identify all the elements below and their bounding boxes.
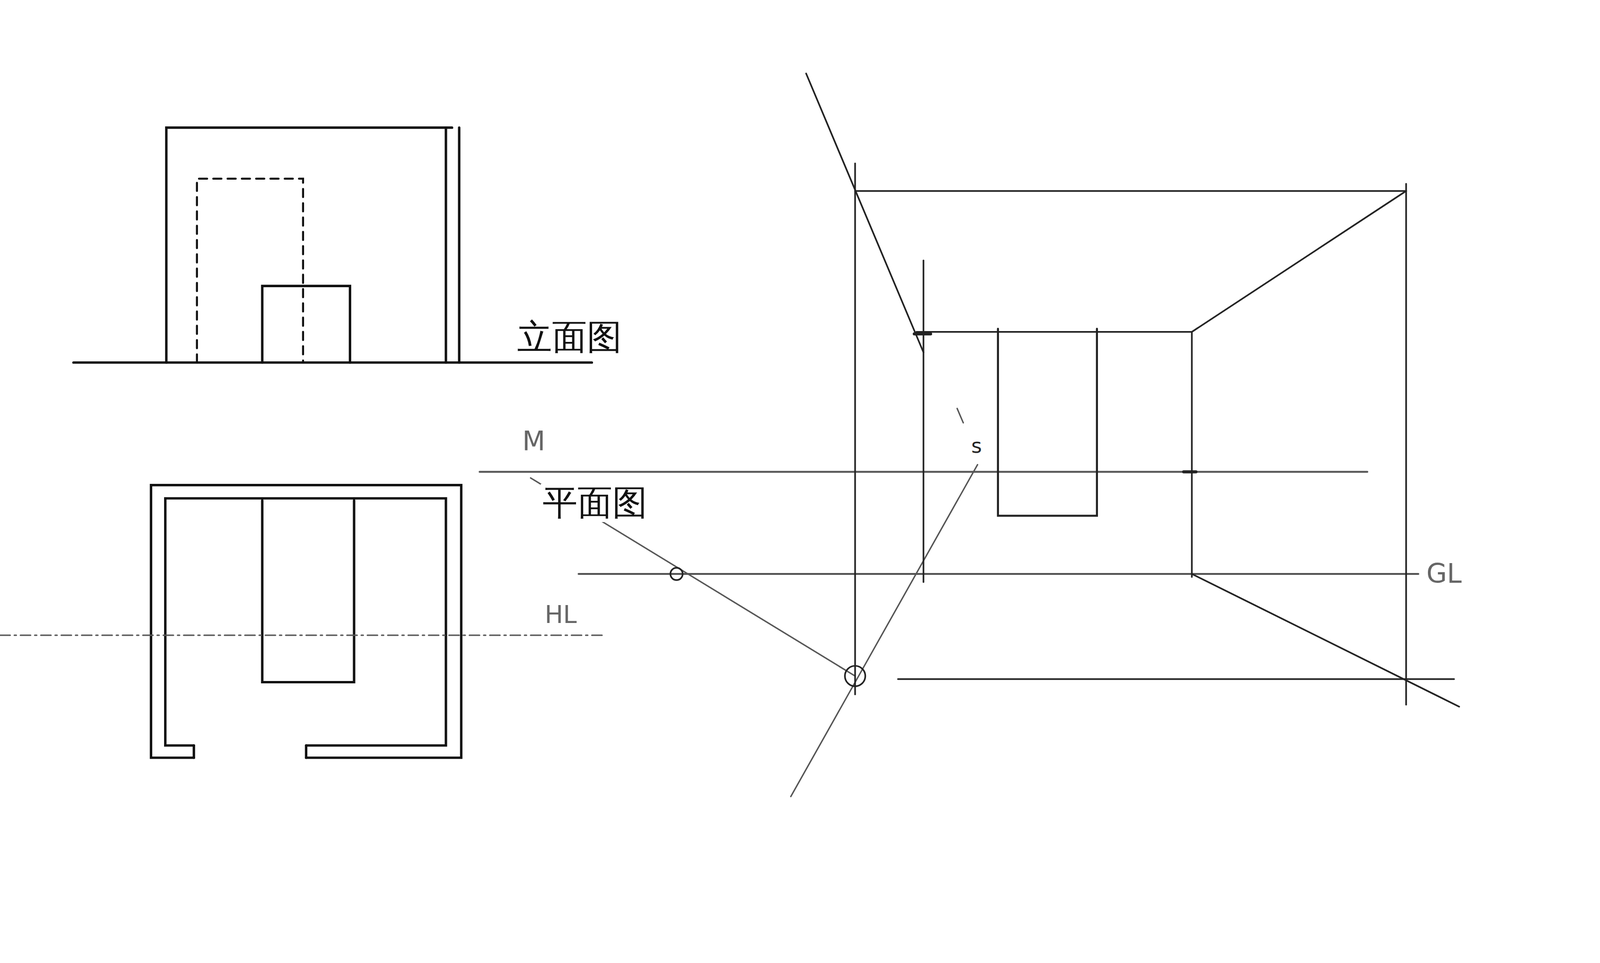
hidden-door bbox=[197, 178, 304, 363]
frame-line bbox=[1405, 183, 1407, 705]
measure-point bbox=[670, 567, 683, 580]
frame-line bbox=[898, 677, 1455, 680]
table-elevation bbox=[262, 285, 350, 363]
plan-wall bbox=[165, 498, 446, 746]
drawing-label: s bbox=[969, 434, 984, 458]
plan-wall bbox=[150, 485, 462, 758]
frame-line bbox=[854, 163, 856, 694]
drawing-label: HL bbox=[543, 601, 579, 628]
elevation-view bbox=[73, 127, 593, 363]
corner-line bbox=[1191, 573, 1460, 707]
back-wall bbox=[922, 260, 924, 582]
tick bbox=[956, 408, 964, 423]
elevation-wall bbox=[445, 127, 460, 363]
ground-line bbox=[578, 572, 1419, 575]
elevation-wall bbox=[166, 127, 453, 363]
corner-line bbox=[1191, 190, 1407, 332]
back-wall bbox=[916, 331, 1192, 578]
drawing-label: 平面图 bbox=[540, 483, 650, 522]
ground-line bbox=[73, 361, 593, 364]
door-opening bbox=[193, 745, 306, 758]
table-perspective bbox=[997, 328, 1097, 516]
plan-view bbox=[150, 485, 462, 758]
horizon-line bbox=[0, 634, 603, 636]
measuring-ray bbox=[530, 477, 856, 676]
construction-lines bbox=[0, 408, 1419, 797]
corner-line bbox=[806, 73, 924, 353]
tick bbox=[914, 333, 1196, 472]
sight-ray bbox=[791, 464, 978, 797]
drawing-label: GL bbox=[1424, 559, 1464, 589]
station-point bbox=[844, 665, 866, 686]
frame-line bbox=[855, 189, 1407, 192]
perspective-view bbox=[670, 73, 1460, 707]
table-plan bbox=[262, 500, 355, 682]
drawing-label: M bbox=[520, 426, 548, 456]
drawing-label: 立面图 bbox=[515, 318, 624, 357]
